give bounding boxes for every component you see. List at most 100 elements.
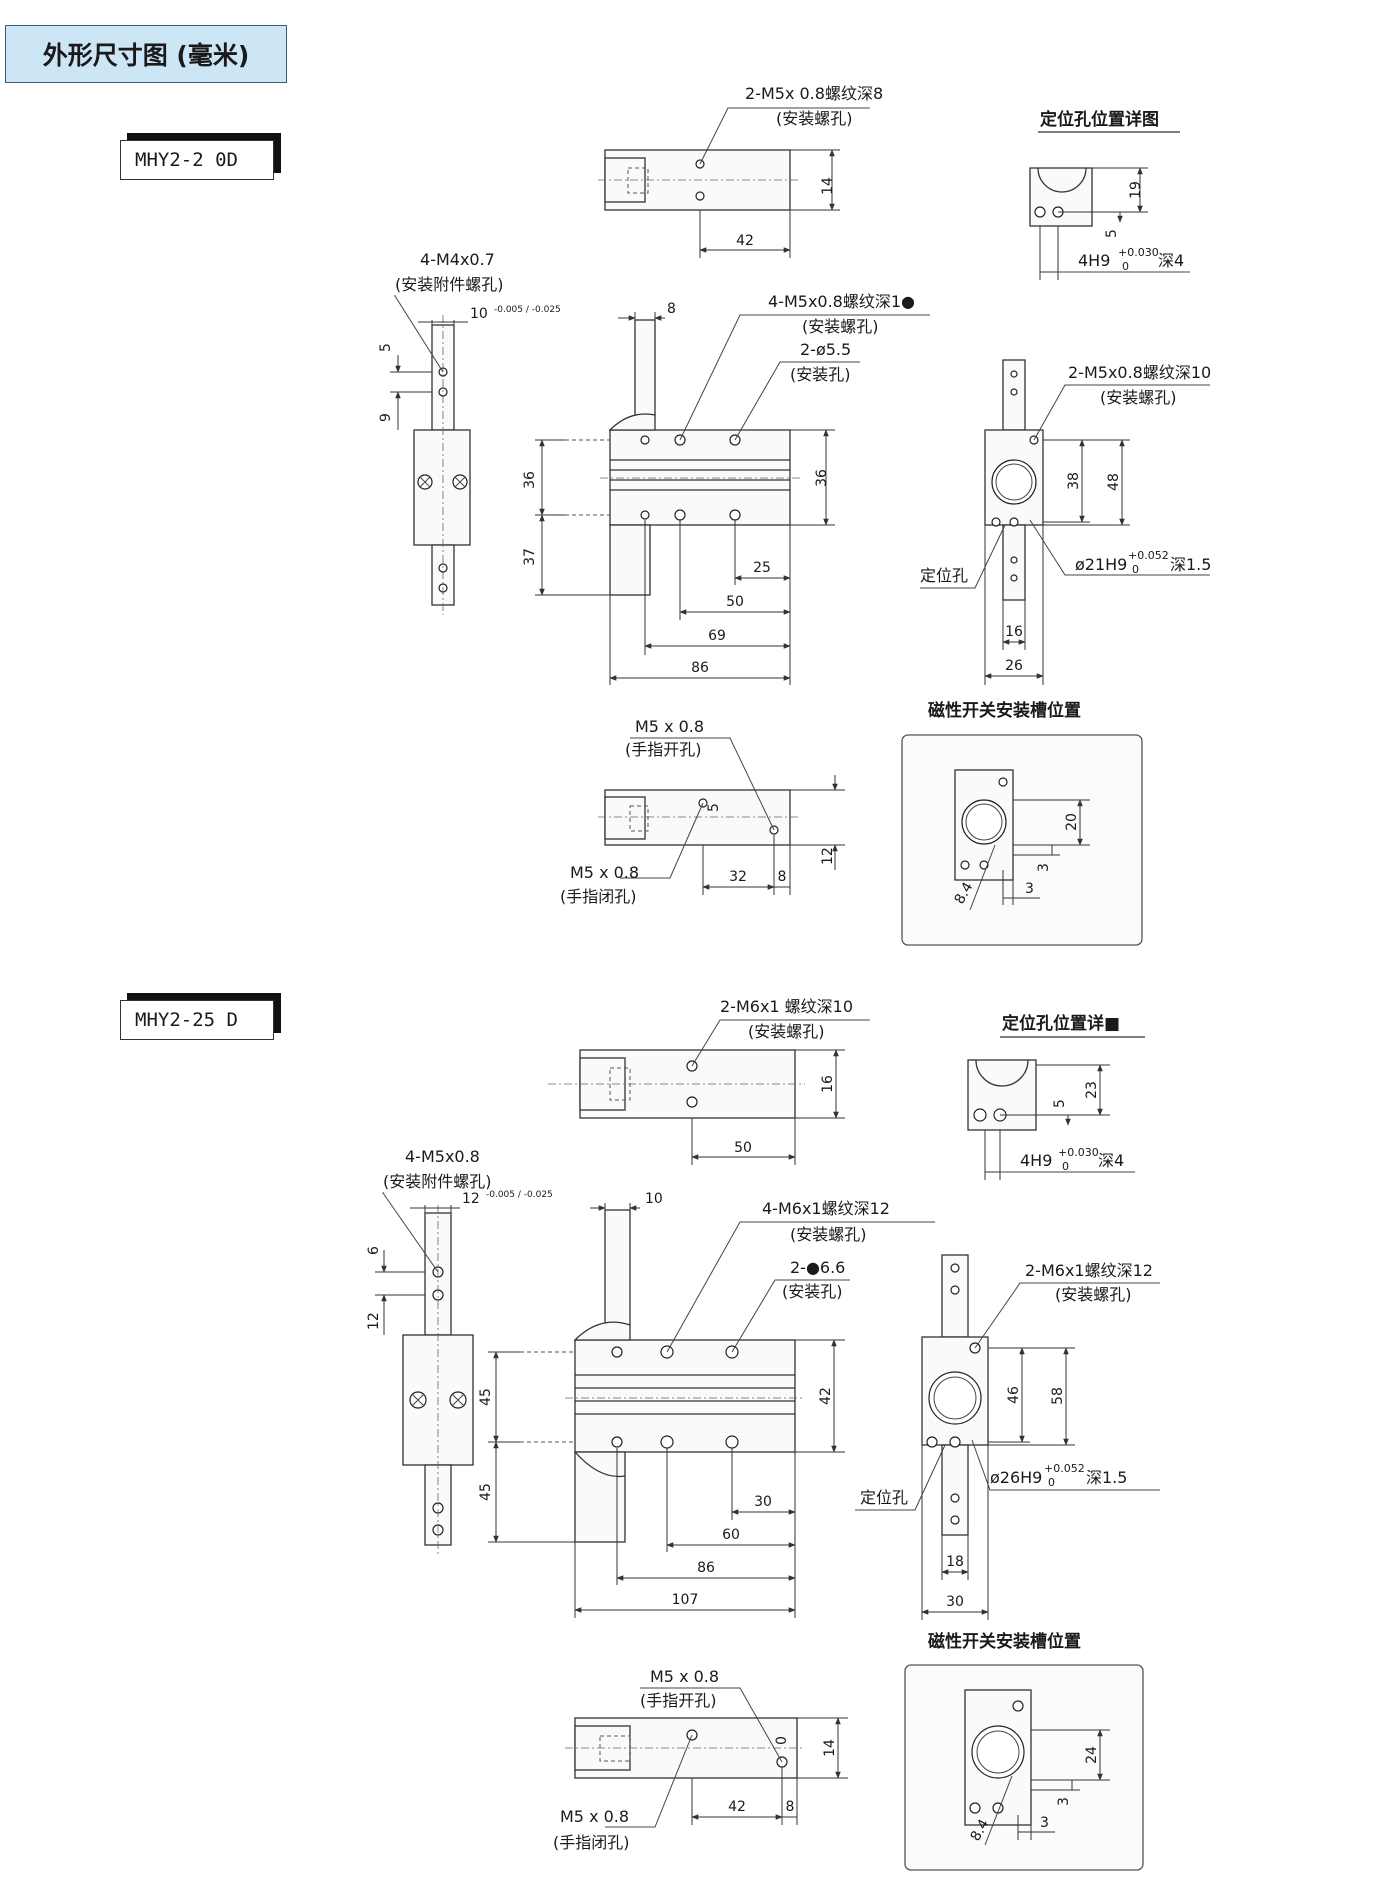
m1-side-finger-tol: -0.005 / -0.025 <box>494 305 561 315</box>
m1-top-dim-height: 14 <box>820 177 836 195</box>
m1-end-dim-2: 16 <box>1005 624 1023 640</box>
m1-top-view: 14 42 2-M5x 0.8螺纹深8 (安装螺孔) <box>598 84 883 258</box>
m1-loc-depth: 深4 <box>1158 251 1184 270</box>
m1-end-bore-tol-upper: +0.052 <box>1128 549 1169 562</box>
m2-finger-close-sub: (手指闭孔) <box>553 1833 630 1852</box>
m2-finger-dim-2: 8 <box>786 1799 795 1815</box>
m2-side-dim-a: 6 <box>366 1246 382 1255</box>
model-tag-1: MHY2-2 0D <box>120 140 274 180</box>
m2-locating-detail: 定位孔位置详■ 23 5 4H9 +0.030 0 深4 <box>967 1013 1145 1180</box>
m1-switch-dim-2: 3 <box>1025 881 1034 897</box>
m2-end-view: 46 58 18 30 2-M6x1螺纹深12 (安装螺孔) 定位孔 ø26H9… <box>855 1254 1160 1620</box>
m1-end-dim-1: 48 <box>1106 473 1122 491</box>
m2-loc-tol-lower: 0 <box>1062 1160 1069 1173</box>
m2-front-view: 10 45 45 42 30 60 86 107 4-M6x1螺纹深12 (安装… <box>478 1191 935 1618</box>
m1-finger-dim-0: 12 <box>820 847 836 865</box>
m1-end-dim-0: 38 <box>1066 472 1082 490</box>
m2-front-dim-5: 86 <box>697 1560 715 1576</box>
m1-loc-tol-lower: 0 <box>1122 260 1129 273</box>
m1-finger-view: 5 12 32 8 M5 x 0.8 (手指开孔) M5 x 0.8 (手指闭孔… <box>560 717 845 906</box>
m2-finger-open-callout: M5 x 0.8 <box>650 1667 719 1686</box>
m1-loc-tol-upper: +0.030 <box>1118 246 1159 259</box>
m1-locating-heading: 定位孔位置详图 <box>1040 109 1159 130</box>
m2-finger-open-sub: (手指开孔) <box>640 1691 717 1710</box>
m1-front-view: 8 36 37 36 25 50 69 86 4-M5x0.8螺纹深1● (安装… <box>522 292 930 685</box>
m1-end-bore-tol-lower: 0 <box>1132 563 1139 576</box>
m1-side-callout-sub: (安装附件螺孔) <box>395 275 504 294</box>
m2-end-callout: 2-M6x1螺纹深12 <box>1025 1261 1153 1280</box>
m2-front-finger-dim: 10 <box>645 1191 663 1207</box>
m2-front-dim-6: 107 <box>672 1592 699 1608</box>
m2-front-hole-sub: (安装孔) <box>782 1282 843 1301</box>
m1-locating-detail: 定位孔位置详图 19 5 4H9 +0.030 0 深4 <box>1029 109 1190 280</box>
m2-front-dim-3: 30 <box>754 1494 772 1510</box>
m2-front-hole-callout: 2-●6.6 <box>790 1258 845 1277</box>
m2-loc-dim-b: 5 <box>1052 1099 1068 1108</box>
m2-finger-dim-0: 14 <box>822 1739 838 1757</box>
m2-top-view: 16 50 2-M6x1 螺纹深10 (安装螺孔) <box>548 997 870 1165</box>
m2-finger-view: 0 14 42 8 M5 x 0.8 (手指开孔) M5 x 0.8 (手指闭孔… <box>553 1667 848 1852</box>
m1-front-dim-1: 36 <box>814 469 830 487</box>
m1-side-callout: 4-M4x0.7 <box>420 250 495 269</box>
m2-front-dim-2: 45 <box>478 1483 494 1501</box>
m2-end-bore-tol-upper: +0.052 <box>1044 1462 1085 1475</box>
m1-end-bore-base: ø21H9 <box>1075 555 1127 574</box>
m1-end-view: 38 48 16 26 2-M5x0.8螺纹深10 (安装螺孔) 定位孔 ø21… <box>920 359 1211 685</box>
m2-end-dim-3: 30 <box>946 1594 964 1610</box>
m1-switch-heading: 磁性开关安装槽位置 <box>928 700 1081 721</box>
model-1-drawings: 14 42 2-M5x 0.8螺纹深8 (安装螺孔) 定位孔位置详图 19 5 … <box>378 84 1211 946</box>
m2-end-dim-2: 18 <box>946 1554 964 1570</box>
m2-finger-dim-small: 0 <box>774 1736 790 1745</box>
m2-end-dim-0: 46 <box>1006 1386 1022 1404</box>
m2-switch-dim-1: 3 <box>1056 1797 1072 1806</box>
m1-loc-dim-b: 5 <box>1104 229 1120 238</box>
m2-side-dim-b: 12 <box>366 1312 382 1330</box>
m2-loc-dim-a: 23 <box>1084 1081 1100 1099</box>
m1-top-callout-sub: (安装螺孔) <box>776 109 853 128</box>
m1-finger-open-sub: (手指开孔) <box>625 740 702 759</box>
m2-loc-depth: 深4 <box>1098 1151 1124 1170</box>
m2-side-finger-width: 12 <box>462 1191 480 1207</box>
m1-end-callout-sub: (安装螺孔) <box>1100 388 1177 407</box>
m2-top-dim-height: 16 <box>820 1075 836 1093</box>
m2-side-finger-tol: -0.005 / -0.025 <box>486 1190 553 1200</box>
m1-front-dim-6: 86 <box>691 660 709 676</box>
m1-front-thread-callout: 4-M5x0.8螺纹深1● <box>768 292 915 311</box>
m1-end-bore-depth: 深1.5 <box>1170 555 1211 574</box>
m1-finger-dim-2: 8 <box>778 869 787 885</box>
m1-front-hole-sub: (安装孔) <box>790 365 851 384</box>
m1-top-callout: 2-M5x 0.8螺纹深8 <box>745 84 883 103</box>
m2-front-dim-1: 42 <box>818 1387 834 1405</box>
m2-front-dim-4: 60 <box>722 1527 740 1543</box>
m2-finger-dim-1: 42 <box>728 1799 746 1815</box>
m1-front-dim-5: 69 <box>708 628 726 644</box>
model-tag-2: MHY2-25 D <box>120 1000 274 1040</box>
m2-end-bore-tol-lower: 0 <box>1048 1476 1055 1489</box>
m1-switch-dim-0: 20 <box>1064 813 1080 831</box>
m1-side-dim-b: 9 <box>378 413 394 422</box>
m1-finger-dim-small: 5 <box>706 803 722 812</box>
m1-end-dim-3: 26 <box>1005 658 1023 674</box>
m2-side-callout-sub: (安装附件螺孔) <box>383 1172 492 1191</box>
m1-end-callout: 2-M5x0.8螺纹深10 <box>1068 363 1211 382</box>
model-2-drawings: 16 50 2-M6x1 螺纹深10 (安装螺孔) 定位孔位置详■ 23 5 4… <box>366 997 1160 1871</box>
m1-front-thread-sub: (安装螺孔) <box>802 317 879 336</box>
m2-loc-hole-base: 4H9 <box>1020 1151 1052 1170</box>
m2-switch-slot: 磁性开关安装槽位置 24 3 3 8.4 <box>904 1631 1144 1871</box>
m2-end-callout-sub: (安装螺孔) <box>1055 1285 1132 1304</box>
m2-locating-heading: 定位孔位置详■ <box>1002 1013 1120 1034</box>
m1-front-finger-dim: 8 <box>667 301 676 317</box>
m1-side-dim-a: 5 <box>378 343 394 352</box>
m1-end-locating-label: 定位孔 <box>920 566 968 585</box>
m1-finger-dim-1: 32 <box>729 869 747 885</box>
m1-switch-slot: 磁性开关安装槽位置 20 3 3 8.4 <box>901 700 1143 946</box>
m2-top-callout: 2-M6x1 螺纹深10 <box>720 997 853 1016</box>
m2-side-view: 12 -0.005 / -0.025 6 12 4-M5x0.8 (安装附件螺孔… <box>366 1147 553 1555</box>
m1-front-hole-callout: 2-ø5.5 <box>800 340 851 359</box>
m2-front-dim-0: 45 <box>478 1388 494 1406</box>
m2-top-dim-width: 50 <box>734 1140 752 1156</box>
m2-switch-dim-0: 24 <box>1084 1746 1100 1764</box>
m2-front-thread-sub: (安装螺孔) <box>790 1225 867 1244</box>
m2-top-callout-sub: (安装螺孔) <box>748 1022 825 1041</box>
m2-end-dim-1: 58 <box>1050 1387 1066 1405</box>
